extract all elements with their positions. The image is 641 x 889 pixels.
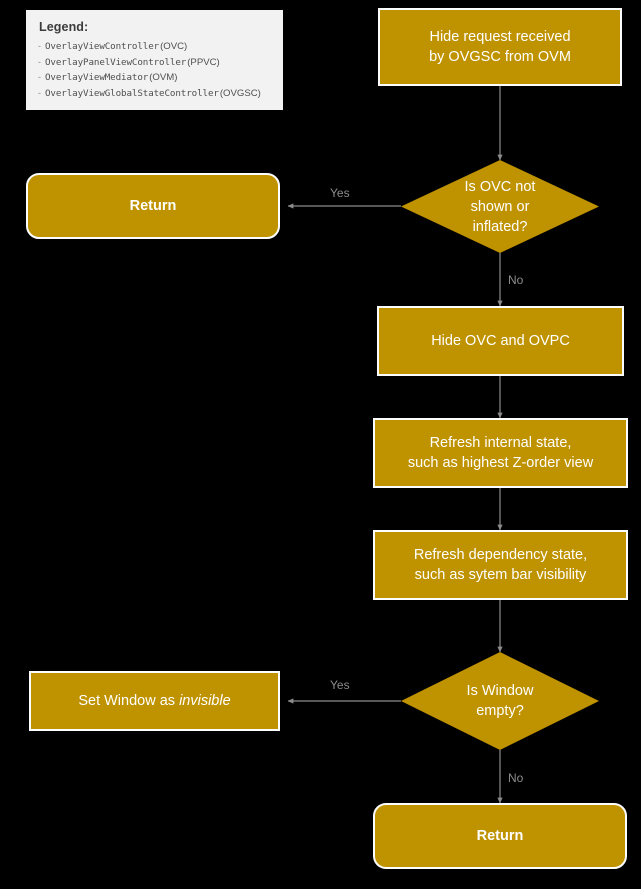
node-set-window-as-invisible-prefix: Set Window as [78, 693, 180, 709]
legend-bullet: - [38, 56, 41, 67]
node-decision-is-ovc-not-shown-or-inflated-label: Is OVC not shown or inflated? [464, 178, 536, 235]
edge-label-window-yes: Yes [330, 678, 350, 692]
legend-item: - OverlayViewController (OVC) [38, 39, 271, 55]
node-refresh-dependency-state-label: Refresh dependency state, such as sytem … [413, 547, 588, 583]
legend-bullet: - [38, 72, 41, 82]
legend-list: - OverlayViewController (OVC) - OverlayP… [38, 39, 271, 101]
legend-class-name: OverlayPanelViewController [45, 56, 187, 68]
diamond-shape [401, 160, 599, 253]
node-start-label: Hide request received by OVGSC from OVM [429, 29, 571, 65]
node-return-final: Return [373, 803, 627, 869]
legend-abbreviation: (OVM) [149, 72, 178, 83]
node-set-window-as-invisible-emphasis: invisible [179, 693, 231, 709]
legend-class-name: OverlayViewMediator [45, 72, 149, 83]
node-decision-is-ovc-not-shown-or-inflated: Is OVC not shown or inflated? [401, 160, 599, 253]
node-decision-is-window-empty: Is Window empty? [401, 652, 599, 750]
edge-label-ovc-no: No [508, 273, 524, 287]
node-return-early: Return [26, 173, 280, 239]
node-decision-is-window-empty-label: Is Window empty? [466, 683, 534, 719]
node-start: Hide request received by OVGSC from OVM [378, 8, 622, 86]
legend-abbreviation: (PPVC) [187, 56, 220, 68]
node-set-window-as-invisible: Set Window as invisible [29, 671, 280, 731]
node-refresh-internal-state-label: Refresh internal state, such as highest … [407, 435, 594, 471]
legend-item: - OverlayViewGlobalStateController (OVGS… [38, 86, 271, 102]
legend-item: - OverlayPanelViewController (PPVC) [38, 55, 271, 71]
node-set-window-as-invisible-label: Set Window as invisible [70, 691, 238, 711]
node-hide-ovc-and-ovpc: Hide OVC and OVPC [377, 306, 624, 376]
legend-bullet: - [38, 41, 41, 51]
edge-label-window-no: No [508, 771, 524, 785]
legend-class-name: OverlayViewController [45, 41, 160, 52]
node-hide-ovc-and-ovpc-label: Hide OVC and OVPC [431, 333, 570, 349]
legend-panel: Legend: - OverlayViewController (OVC) - … [26, 10, 283, 110]
legend-item: - OverlayViewMediator (OVM) [38, 70, 271, 86]
node-refresh-internal-state: Refresh internal state, such as highest … [373, 418, 628, 488]
node-return-final-label: Return [476, 828, 524, 844]
legend-abbreviation: (OVGSC) [219, 87, 261, 99]
diamond-shape [401, 652, 599, 750]
legend-abbreviation: (OVC) [160, 41, 188, 52]
node-return-early-label: Return [129, 198, 177, 214]
legend-class-name: OverlayViewGlobalStateController [45, 87, 219, 99]
edge-label-ovc-yes: Yes [330, 186, 350, 200]
legend-title: Legend: [39, 20, 89, 34]
legend-bullet: - [38, 87, 41, 98]
node-refresh-dependency-state: Refresh dependency state, such as sytem … [373, 530, 628, 600]
